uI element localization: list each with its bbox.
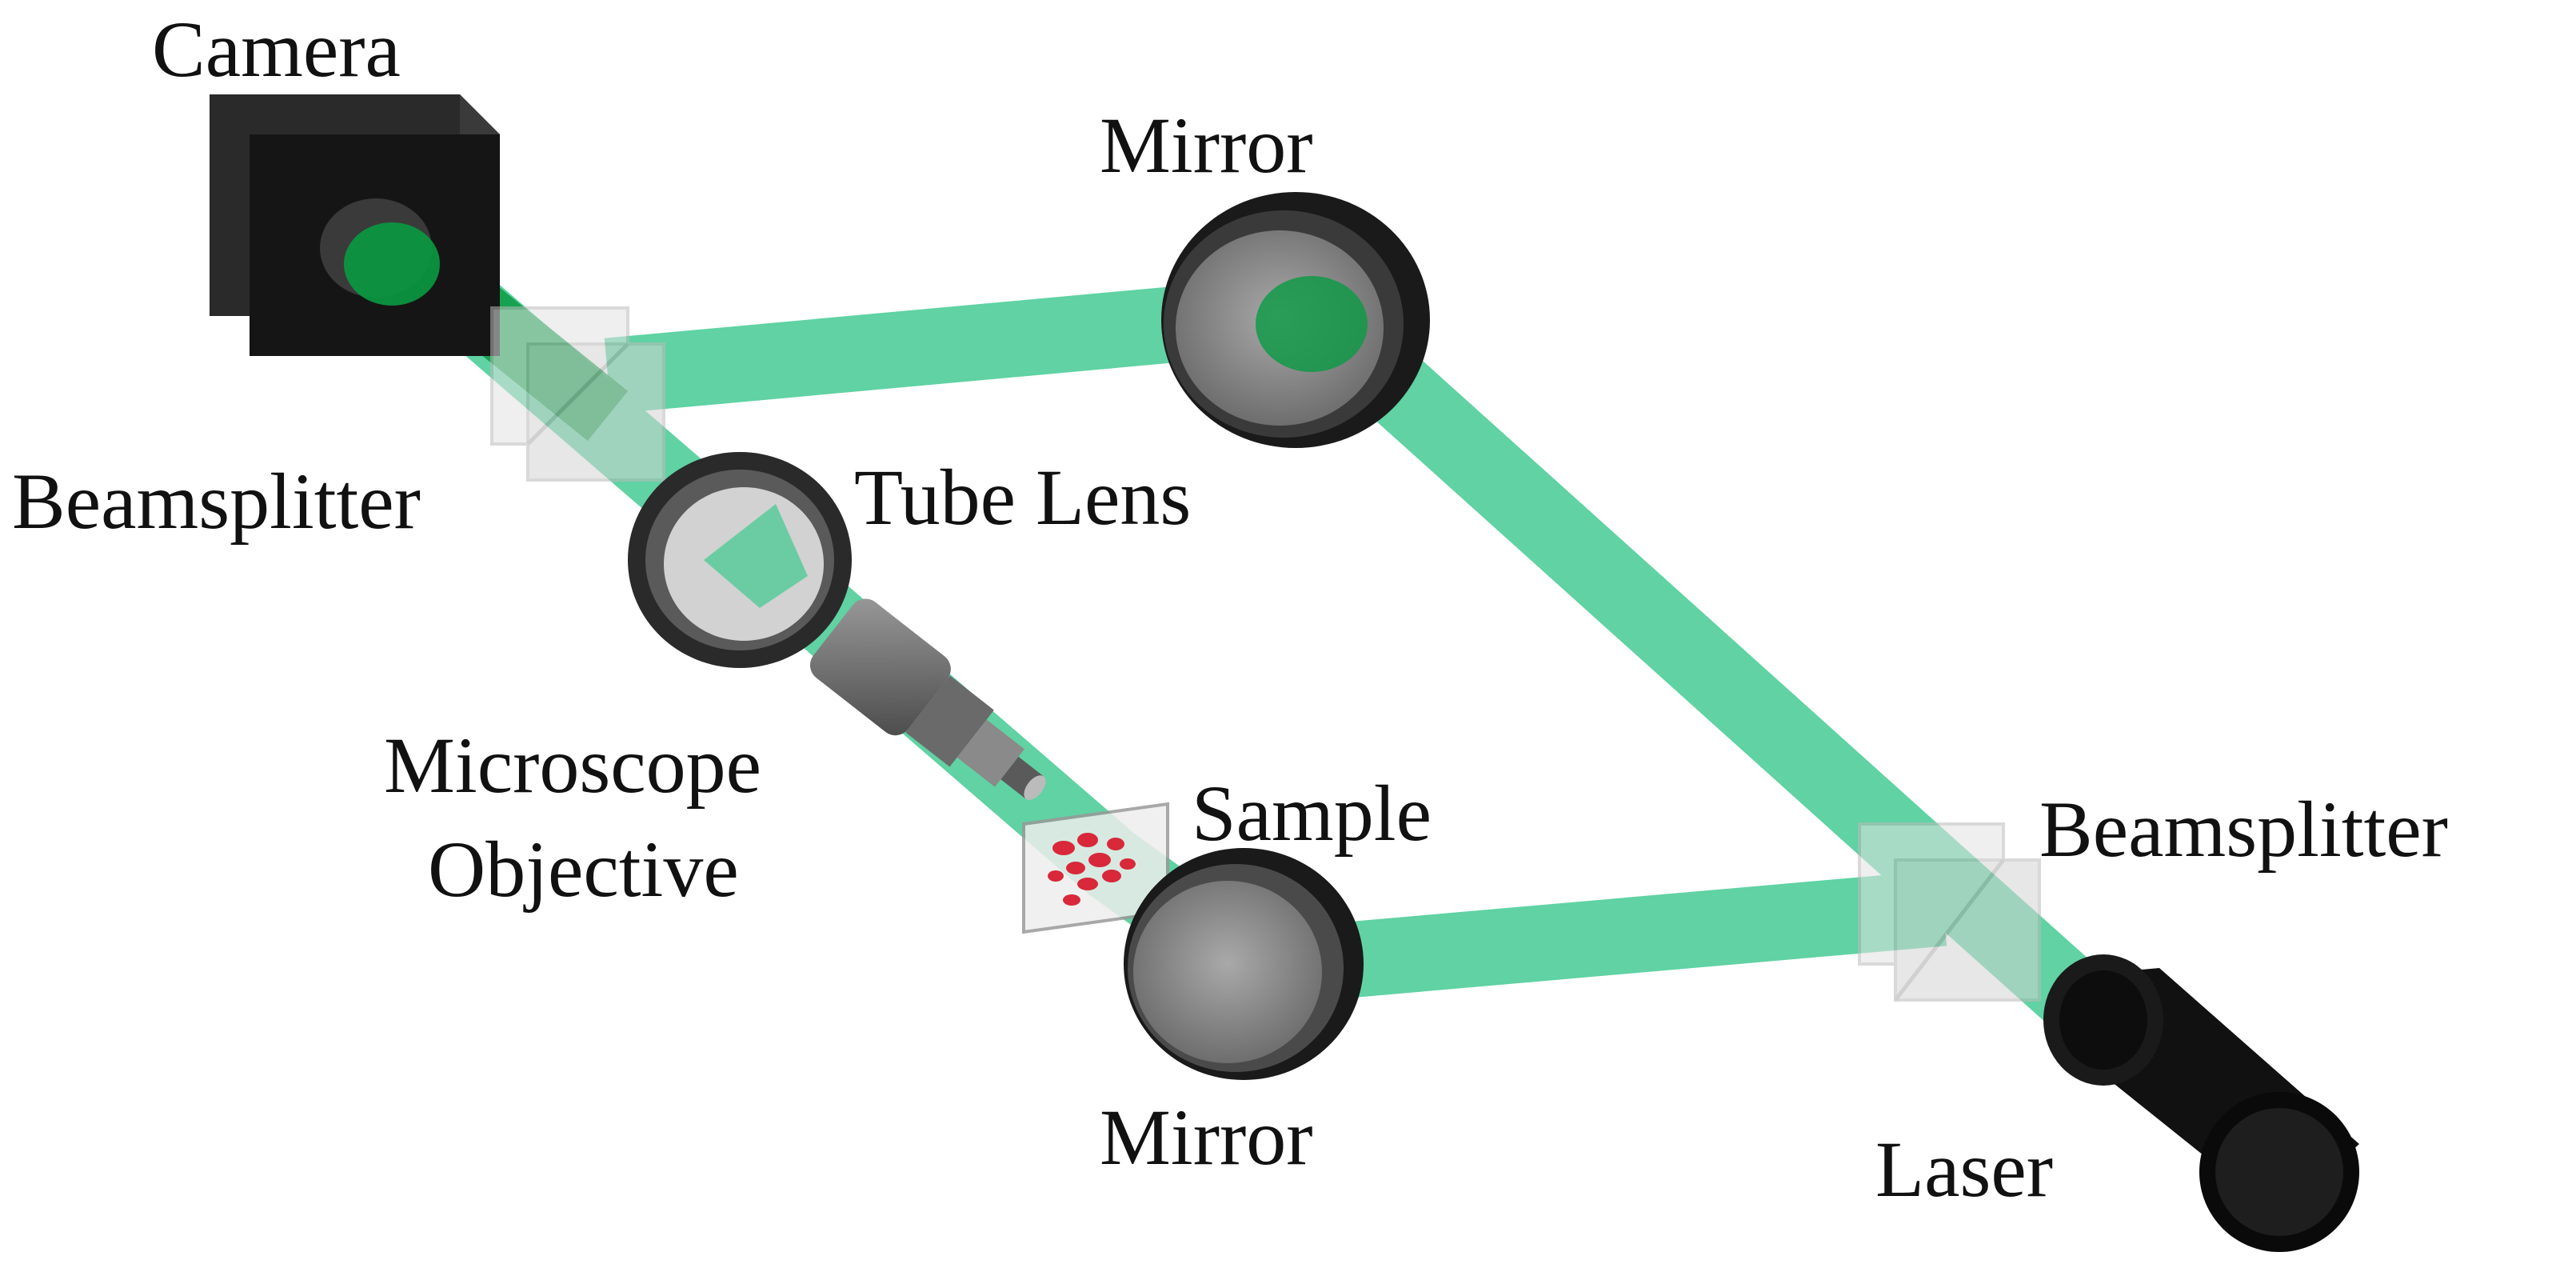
label-mirror-top: Mirror <box>1100 101 1313 190</box>
label-objective-line2: Objective <box>428 825 739 914</box>
red-blood-cells <box>1048 833 1136 906</box>
microscope-objective <box>809 598 1046 801</box>
laser <box>2043 954 2359 1252</box>
mirror-top <box>1161 192 1430 448</box>
mirror-bottom <box>1124 848 1364 1080</box>
label-objective-line1: Microscope <box>384 721 761 810</box>
sample-slide <box>1022 802 1169 934</box>
camera <box>210 94 500 356</box>
tube-lens <box>628 452 852 668</box>
beamsplitter-right <box>1858 822 2041 1002</box>
label-sample: Sample <box>1192 769 1432 858</box>
label-tube-lens: Tube Lens <box>854 453 1191 542</box>
label-camera: Camera <box>152 5 401 94</box>
label-beamsplitter-right: Beamsplitter <box>2039 785 2448 874</box>
beamsplitter-left <box>490 306 665 482</box>
label-beamsplitter-left: Beamsplitter <box>12 457 421 546</box>
label-laser: Laser <box>1875 1125 2053 1214</box>
labels: Camera Mirror Beamsplitter Tube Lens Mic… <box>12 5 2448 1214</box>
label-mirror-bottom: Mirror <box>1100 1093 1313 1182</box>
